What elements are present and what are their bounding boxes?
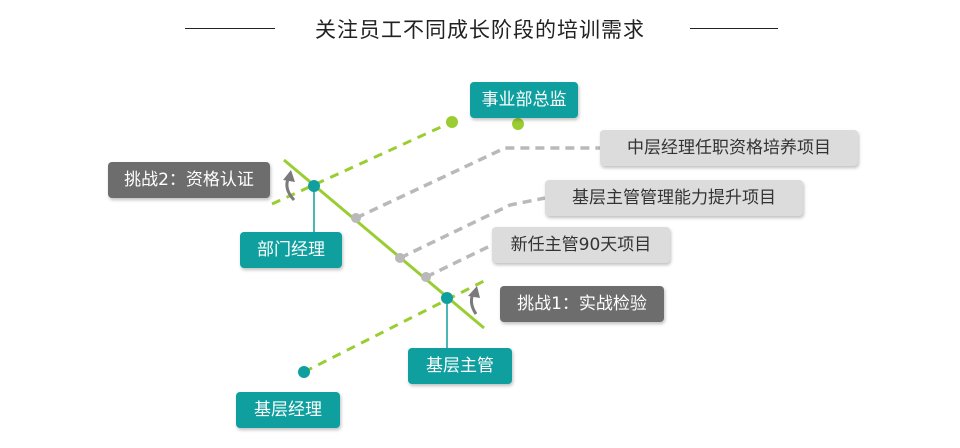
director-green-dot bbox=[512, 118, 524, 130]
program-new-supervisor-90: 新任主管90天项目 bbox=[492, 227, 670, 263]
role-department-manager: 部门经理 bbox=[240, 232, 342, 268]
gray-dot-3 bbox=[421, 272, 431, 282]
lower-green-dash bbox=[303, 278, 487, 374]
challenge-2-label: 挑战2：资格认证 bbox=[108, 162, 270, 198]
title-rule-left bbox=[185, 28, 275, 29]
title-bar: 关注员工不同成长阶段的培训需求 bbox=[0, 10, 960, 46]
challenge-1-label: 挑战1：实战检验 bbox=[500, 286, 664, 322]
gray-dash-middle-manager bbox=[355, 146, 600, 220]
role-division-director: 事业部总监 bbox=[470, 82, 578, 118]
curved-arrow-icon-lower bbox=[468, 286, 480, 315]
page-title: 关注员工不同成长阶段的培训需求 bbox=[301, 18, 659, 42]
gray-dot-1 bbox=[351, 213, 361, 223]
curved-arrow-icon-upper bbox=[283, 170, 296, 202]
upper-green-dash bbox=[271, 120, 453, 206]
upper-green-end-dot bbox=[446, 116, 458, 128]
gray-dash-new-supervisor bbox=[425, 243, 493, 279]
dept-manager-dot bbox=[308, 180, 320, 192]
frontline-manager-dot bbox=[298, 366, 310, 378]
supervisor-dot bbox=[441, 292, 453, 304]
program-middle-manager: 中层经理任职资格培养项目 bbox=[600, 130, 858, 166]
role-frontline-manager: 基层经理 bbox=[236, 392, 340, 428]
gray-dot-2 bbox=[395, 253, 405, 263]
role-frontline-supervisor: 基层主管 bbox=[408, 348, 512, 384]
program-supervisor-skills: 基层主管管理能力提升项目 bbox=[545, 180, 803, 216]
title-rule-right bbox=[690, 28, 778, 29]
gray-dash-supervisor-skills bbox=[399, 196, 546, 260]
